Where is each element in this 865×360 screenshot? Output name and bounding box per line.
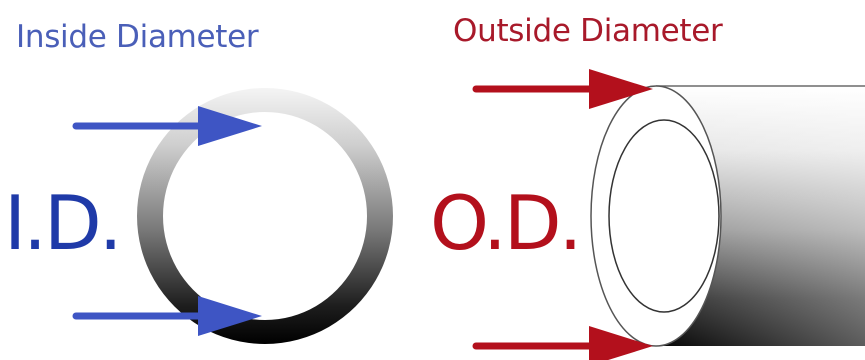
pipe-end-face bbox=[591, 86, 721, 346]
od-abbreviation: O.D. bbox=[430, 186, 579, 261]
outside-diameter-title: Outside Diameter bbox=[453, 16, 723, 47]
id-abbreviation: I.D. bbox=[4, 186, 120, 261]
pipe-inner-bore bbox=[609, 120, 719, 312]
inside-diameter-title: Inside Diameter bbox=[16, 22, 258, 53]
